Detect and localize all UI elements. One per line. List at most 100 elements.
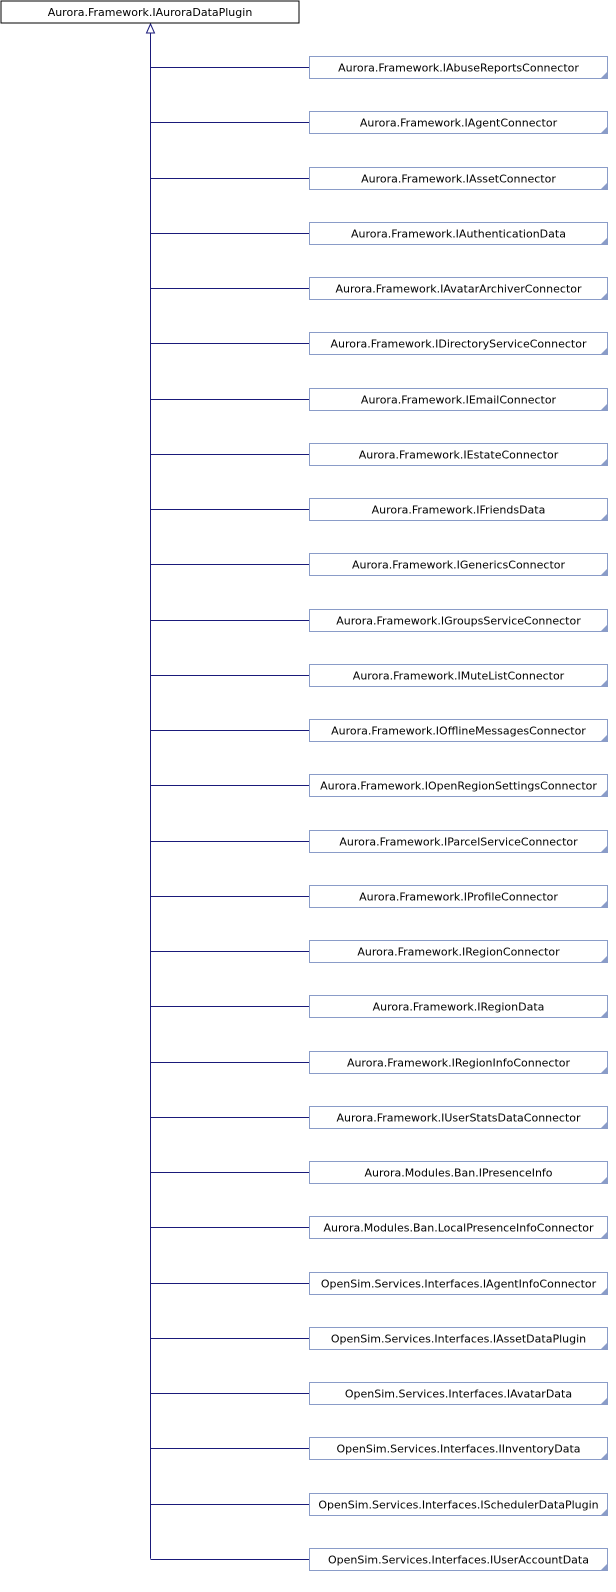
derived-class-label: Aurora.Framework.IRegionConnector — [357, 946, 560, 959]
derived-class-node[interactable]: Aurora.Framework.IParcelServiceConnector — [309, 830, 608, 853]
derived-class-box — [309, 332, 608, 355]
folded-corner-icon — [600, 71, 608, 79]
folded-corner-icon — [600, 1508, 608, 1516]
derived-class-label: Aurora.Framework.IAvatarArchiverConnecto… — [335, 283, 582, 296]
derived-class-node[interactable]: Aurora.Framework.IAbuseReportsConnector — [309, 56, 608, 79]
derived-class-label: Aurora.Framework.IEmailConnector — [361, 394, 557, 407]
folded-corner-icon — [600, 347, 608, 355]
derived-class-node[interactable]: Aurora.Framework.IOpenRegionSettingsConn… — [309, 774, 608, 797]
derived-class-node[interactable]: Aurora.Framework.IAuthenticationData — [309, 222, 608, 245]
folded-corner-icon — [600, 845, 608, 853]
derived-class-box — [309, 1382, 608, 1405]
derived-class-node[interactable]: Aurora.Framework.IRegionConnector — [309, 940, 608, 963]
derived-class-node[interactable]: Aurora.Framework.IGenericsConnector — [309, 553, 608, 576]
derived-class-list: Aurora.Framework.IAbuseReportsConnectorA… — [309, 56, 608, 1571]
derived-class-node[interactable]: Aurora.Modules.Ban.IPresenceInfo — [309, 1161, 608, 1184]
derived-class-node[interactable]: Aurora.Framework.IProfileConnector — [309, 885, 608, 908]
derived-class-label: Aurora.Modules.Ban.IPresenceInfo — [364, 1167, 552, 1180]
derived-class-node[interactable]: OpenSim.Services.Interfaces.IAgentInfoCo… — [309, 1272, 608, 1295]
derived-class-node[interactable]: OpenSim.Services.Interfaces.IAssetDataPl… — [309, 1327, 608, 1350]
derived-class-label: OpenSim.Services.Interfaces.IUserAccount… — [328, 1554, 589, 1567]
derived-class-box — [309, 1106, 608, 1129]
derived-class-node[interactable]: Aurora.Framework.IDirectoryServiceConnec… — [309, 332, 608, 355]
folded-corner-icon — [600, 237, 608, 245]
derived-class-label: Aurora.Framework.IProfileConnector — [359, 891, 558, 904]
folded-corner-icon — [600, 789, 608, 797]
derived-class-node[interactable]: Aurora.Framework.IUserStatsDataConnector — [309, 1106, 608, 1129]
derived-class-node[interactable]: Aurora.Modules.Ban.LocalPresenceInfoConn… — [309, 1216, 608, 1239]
derived-class-box — [309, 1161, 608, 1184]
derived-class-box — [309, 1327, 608, 1350]
derived-class-node[interactable]: Aurora.Framework.IEmailConnector — [309, 388, 608, 411]
folded-corner-icon — [600, 1010, 608, 1018]
derived-class-label: OpenSim.Services.Interfaces.ISchedulerDa… — [318, 1499, 598, 1512]
folded-corner-icon — [600, 1452, 608, 1460]
derived-class-label: Aurora.Framework.IAssetConnector — [361, 173, 556, 186]
folded-corner-icon — [600, 679, 608, 687]
derived-class-label: OpenSim.Services.Interfaces.IAgentInfoCo… — [321, 1278, 597, 1291]
derived-class-node[interactable]: Aurora.Framework.IEstateConnector — [309, 443, 608, 466]
derived-class-node[interactable]: Aurora.Framework.IRegionInfoConnector — [309, 1051, 608, 1074]
derived-class-box — [309, 1216, 608, 1239]
derived-class-node[interactable]: OpenSim.Services.Interfaces.IAvatarData — [309, 1382, 608, 1405]
derived-class-node[interactable]: Aurora.Framework.IAvatarArchiverConnecto… — [309, 277, 608, 300]
derived-class-label: Aurora.Framework.IDirectoryServiceConnec… — [331, 338, 587, 351]
derived-class-label: Aurora.Framework.IParcelServiceConnector — [339, 836, 578, 849]
derived-class-box — [309, 885, 608, 908]
derived-class-box — [309, 111, 608, 134]
derived-class-label: Aurora.Framework.IOpenRegionSettingsConn… — [320, 780, 597, 793]
derived-class-node[interactable]: OpenSim.Services.Interfaces.IInventoryDa… — [309, 1437, 608, 1460]
base-class-box — [0, 0, 300, 24]
derived-class-box — [309, 443, 608, 466]
derived-class-label: Aurora.Framework.IOfflineMessagesConnect… — [331, 725, 586, 738]
folded-corner-icon — [600, 568, 608, 576]
derived-class-node[interactable]: Aurora.Framework.IAssetConnector — [309, 167, 608, 190]
derived-class-node[interactable]: Aurora.Framework.IFriendsData — [309, 498, 608, 521]
derived-class-box — [309, 830, 608, 853]
derived-class-box — [309, 1493, 608, 1516]
derived-class-label: OpenSim.Services.Interfaces.IAvatarData — [345, 1388, 572, 1401]
folded-corner-icon — [600, 403, 608, 411]
folded-corner-icon — [600, 1121, 608, 1129]
derived-class-node[interactable]: Aurora.Framework.IMuteListConnector — [309, 664, 608, 687]
derived-class-label: Aurora.Framework.IGroupsServiceConnector — [336, 615, 581, 628]
inheritance-arrowhead — [145, 22, 156, 34]
derived-class-box — [309, 940, 608, 963]
derived-class-box — [309, 609, 608, 632]
folded-corner-icon — [600, 182, 608, 190]
derived-class-box — [309, 498, 608, 521]
derived-class-label: Aurora.Framework.IEstateConnector — [359, 449, 559, 462]
derived-class-label: Aurora.Framework.IUserStatsDataConnector — [336, 1112, 581, 1125]
folded-corner-icon — [600, 1231, 608, 1239]
derived-class-label: Aurora.Framework.IMuteListConnector — [353, 670, 565, 683]
derived-class-node[interactable]: Aurora.Framework.IRegionData — [309, 995, 608, 1018]
folded-corner-icon — [600, 1176, 608, 1184]
derived-class-node[interactable]: OpenSim.Services.Interfaces.IUserAccount… — [309, 1548, 608, 1571]
inheritance-edges — [145, 22, 310, 1560]
derived-class-label: Aurora.Framework.IAuthenticationData — [351, 228, 566, 241]
folded-corner-icon — [600, 513, 608, 521]
derived-class-node[interactable]: Aurora.Framework.IAgentConnector — [309, 111, 608, 134]
derived-class-box — [309, 995, 608, 1018]
derived-class-label: Aurora.Framework.IRegionData — [373, 1001, 545, 1014]
folded-corner-icon — [600, 126, 608, 134]
derived-class-box — [309, 167, 608, 190]
folded-corner-icon — [600, 292, 608, 300]
folded-corner-icon — [600, 1066, 608, 1074]
derived-class-node[interactable]: Aurora.Framework.IGroupsServiceConnector — [309, 609, 608, 632]
folded-corner-icon — [600, 734, 608, 742]
derived-class-label: Aurora.Framework.IAbuseReportsConnector — [338, 62, 579, 75]
folded-corner-icon — [600, 900, 608, 908]
derived-class-box — [309, 1051, 608, 1074]
derived-class-node[interactable]: OpenSim.Services.Interfaces.ISchedulerDa… — [309, 1493, 608, 1516]
derived-class-box — [309, 1548, 608, 1571]
derived-class-node[interactable]: Aurora.Framework.IOfflineMessagesConnect… — [309, 719, 608, 742]
folded-corner-icon — [600, 1342, 608, 1350]
derived-class-label: Aurora.Modules.Ban.LocalPresenceInfoConn… — [323, 1222, 594, 1235]
folded-corner-icon — [600, 1287, 608, 1295]
folded-corner-icon — [600, 1563, 608, 1571]
base-class-node[interactable]: Aurora.Framework.IAuroraDataPlugin — [0, 0, 300, 24]
derived-class-box — [309, 553, 608, 576]
derived-class-label: Aurora.Framework.IRegionInfoConnector — [347, 1057, 571, 1070]
derived-class-box — [309, 277, 608, 300]
